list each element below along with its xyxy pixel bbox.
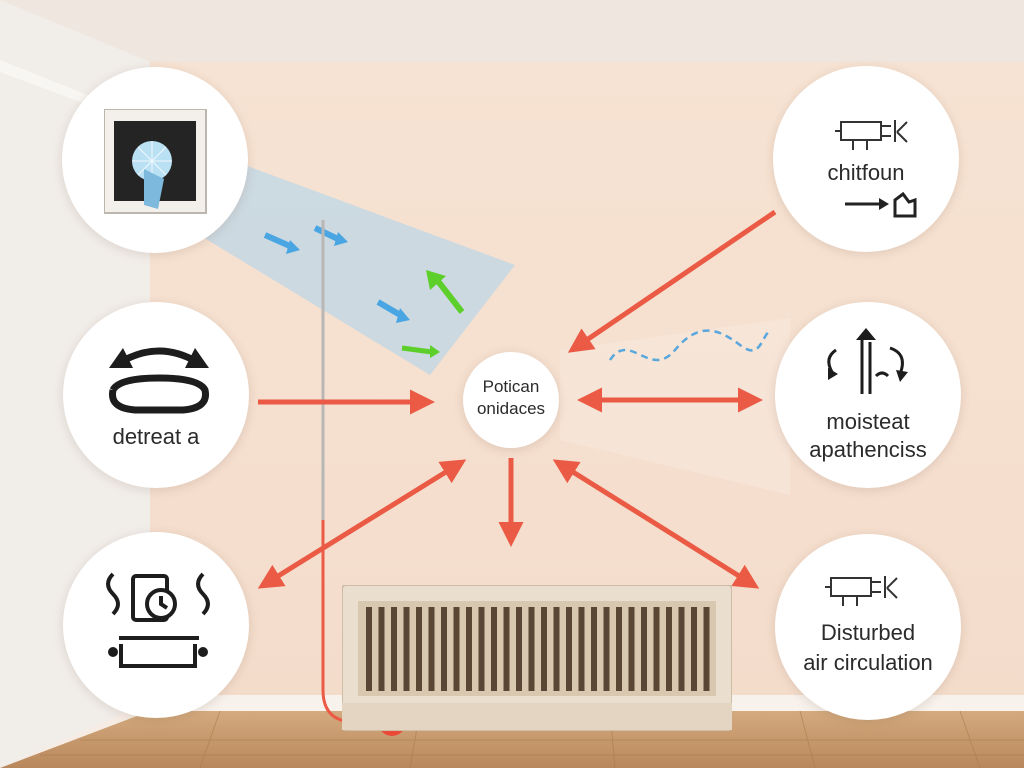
vent-slat bbox=[691, 607, 697, 691]
arrow-to-object-icon bbox=[845, 191, 917, 218]
node-bottom-right-label-line2: air circulation bbox=[803, 650, 933, 675]
vent-slat bbox=[591, 607, 597, 691]
up-down-flow-icon bbox=[827, 328, 908, 394]
center-node-label-line2: onidaces bbox=[476, 399, 546, 418]
vent-slat bbox=[403, 607, 410, 691]
floor-vent-grille bbox=[342, 585, 732, 731]
vent-slat bbox=[478, 607, 485, 691]
vent-slat bbox=[703, 607, 710, 691]
vent-slat bbox=[666, 607, 672, 691]
node-bottom-left bbox=[63, 532, 249, 718]
circuit-tools-icon bbox=[835, 120, 908, 150]
vent-slat bbox=[491, 607, 497, 691]
node-top-left bbox=[62, 67, 248, 253]
dashed-wave bbox=[608, 329, 771, 362]
vent-slat bbox=[541, 607, 547, 691]
vent-slat bbox=[616, 607, 622, 691]
vent-slat bbox=[528, 607, 535, 691]
node-mid-right: moisteat apathenciss bbox=[775, 302, 961, 488]
vent-slat bbox=[641, 607, 647, 691]
vent-slat bbox=[366, 607, 372, 691]
node-top-right-label: chitfoun bbox=[827, 160, 905, 185]
node-mid-left: detreat a bbox=[63, 302, 249, 488]
vent-slat bbox=[391, 607, 397, 691]
center-node: Potican onidaces bbox=[463, 352, 559, 448]
vent-slat bbox=[653, 607, 660, 691]
arrow-center-bottomleft bbox=[257, 459, 467, 589]
vent-slat bbox=[678, 607, 685, 691]
vent-slat bbox=[578, 607, 585, 691]
vent-slat bbox=[628, 607, 635, 691]
arrow-topright-to-center bbox=[567, 209, 777, 353]
node-bottom-right-label-line1: Disturbed bbox=[820, 620, 916, 645]
vent-slat bbox=[428, 607, 435, 691]
node-mid-right-label-line2: apathenciss bbox=[809, 437, 927, 462]
heat-document-tray-icon bbox=[106, 572, 210, 668]
circular-arrows-icon bbox=[108, 347, 210, 414]
airflow-arrows bbox=[263, 225, 465, 358]
airflow-cone-right bbox=[560, 318, 790, 495]
node-mid-left-label: detreat a bbox=[112, 424, 200, 449]
node-bottom-right: Disturbed air circulation bbox=[775, 534, 961, 720]
arrow-center-bottomright bbox=[552, 459, 760, 589]
node-mid-right-label-line1: moisteat bbox=[826, 409, 910, 434]
vent-slat bbox=[441, 607, 447, 691]
vent-slat bbox=[416, 607, 422, 691]
vent-slat bbox=[378, 607, 385, 691]
vent-slat bbox=[566, 607, 572, 691]
vent-slat bbox=[503, 607, 510, 691]
node-top-right: chitfoun bbox=[773, 66, 959, 252]
vent-slat bbox=[453, 607, 460, 691]
ceiling-vent-fan-icon bbox=[104, 109, 207, 214]
vent-slat bbox=[553, 607, 560, 691]
center-node-label-line1: Potican bbox=[482, 377, 540, 396]
vent-slat bbox=[466, 607, 472, 691]
circuit-tools-icon bbox=[825, 576, 898, 606]
vent-slat bbox=[516, 607, 522, 691]
vent-slat bbox=[603, 607, 610, 691]
